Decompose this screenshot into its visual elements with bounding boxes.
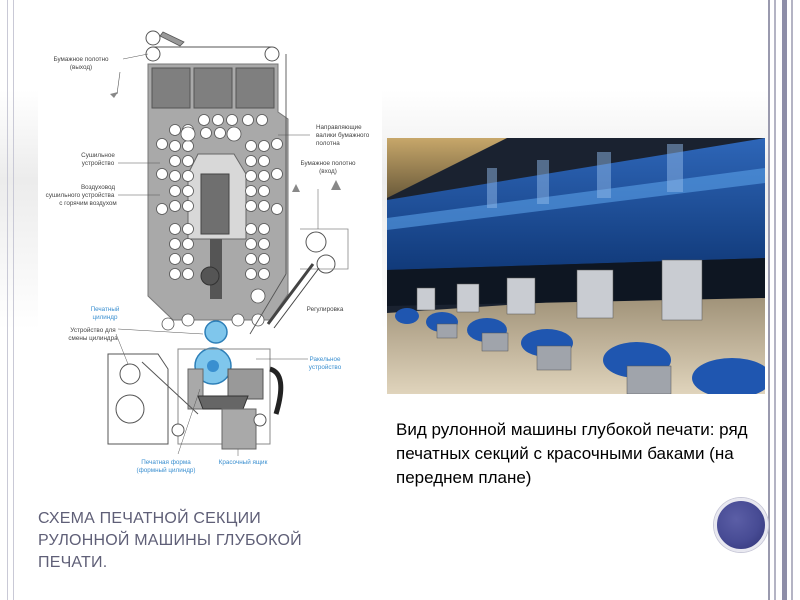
- label-guide-rolls-3: полотна: [316, 140, 340, 147]
- label-dryer-2: устройство: [82, 159, 115, 167]
- frame-right-stripes: [768, 0, 800, 600]
- frame-line-left: [7, 0, 8, 600]
- label-cylinder-change-2: смены цилиндра: [68, 335, 118, 342]
- label-regulation: Регулировка: [307, 306, 344, 313]
- label-paper-in-2: (вход): [319, 168, 337, 175]
- label-air-duct-1: Воздуховод: [81, 184, 115, 191]
- label-ink-tank: Красочный ящик: [219, 458, 268, 466]
- label-air-duct-3: с горячим воздухом: [59, 200, 116, 207]
- label-doctor-blade-1: Ракельное: [309, 356, 341, 363]
- label-doctor-blade-2: устройство: [309, 363, 342, 371]
- press-line-photo: [387, 138, 765, 394]
- label-impression-cylinder-1: Печатный: [91, 305, 120, 313]
- label-guide-rolls-2: валики бумажного: [316, 131, 370, 139]
- frame-line-left-inner: [13, 0, 14, 600]
- label-paper-in-1: Бумажное полотно: [300, 160, 356, 167]
- label-print-form-1: Печатная форма: [141, 459, 191, 466]
- photo-caption: Вид рулонной машины глубокой печати: ряд…: [396, 420, 748, 487]
- gravure-unit-diagram: Бумажное полотно (выход) Направляющие ва…: [38, 24, 382, 474]
- slide-title: Схема печатной секции рулонной машины гл…: [38, 510, 302, 571]
- label-air-duct-2: сушильного устройства: [46, 191, 115, 199]
- label-paper-out: Бумажное полотно: [53, 56, 109, 63]
- label-guide-rolls-1: Направляющие: [316, 124, 362, 131]
- label-print-form-2: (формный цилиндр): [137, 466, 196, 474]
- label-paper-out-sub: (выход): [70, 64, 92, 71]
- label-cylinder-change-1: Устройство для: [70, 326, 115, 334]
- decorative-orb: [714, 498, 768, 552]
- label-impression-cylinder-2: цилиндр: [93, 314, 118, 321]
- label-dryer-1: Сушильное: [81, 152, 115, 159]
